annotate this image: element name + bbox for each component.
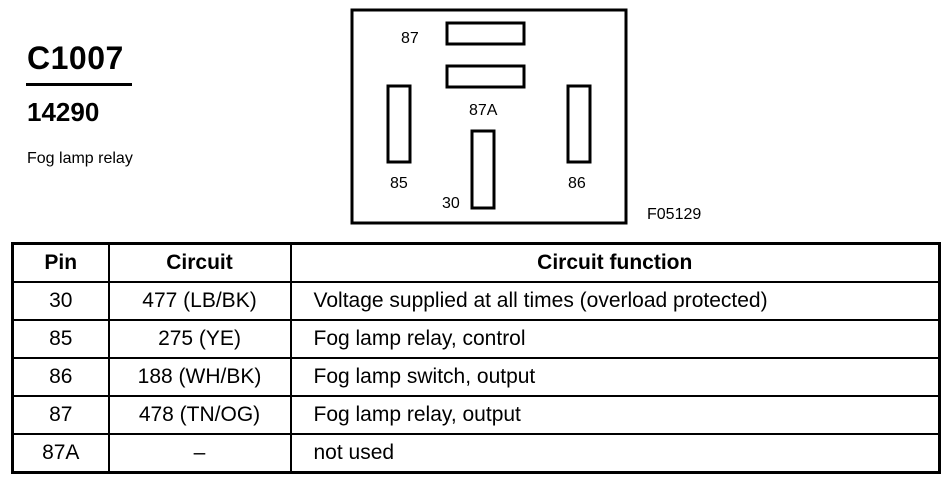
terminal-87-blade [445,21,526,46]
part-number: 14290 [27,97,100,127]
terminal-85-blade [386,84,412,164]
terminal-87a-blade [445,64,526,89]
cell-circuit: 477 (LB/BK) [107,281,292,321]
cell-pin: 87 [11,395,110,435]
figure-code: F05129 [647,206,702,223]
cell-function: Voltage supplied at all times (overload … [289,281,941,321]
table-row: 86 188 (WH/BK) Fog lamp switch, output [11,357,941,397]
cell-function: Fog lamp relay, control [289,319,941,359]
pinout-table: Pin Circuit Circuit function 30 477 (LB/… [11,242,941,474]
header-circuit: Circuit [107,242,292,283]
header-pin: Pin [11,242,110,283]
cell-pin: 86 [11,357,110,397]
terminal-30-blade [470,129,496,210]
cell-function: Fog lamp relay, output [289,395,941,435]
terminal-86-blade [566,84,592,164]
table-header-row: Pin Circuit Circuit function [11,242,941,283]
table-row: 87 478 (TN/OG) Fog lamp relay, output [11,395,941,435]
terminal-87a-label: 87A [469,102,498,119]
relay-pinout-diagram: 87 87A 85 30 86 [350,8,628,225]
cell-circuit: – [107,433,292,474]
cell-pin: 85 [11,319,110,359]
cell-pin: 30 [11,281,110,321]
table-row: 87A – not used [11,433,941,474]
header-circuit-function: Circuit function [289,242,941,283]
table-row: 85 275 (YE) Fog lamp relay, control [11,319,941,359]
cell-circuit: 275 (YE) [107,319,292,359]
cell-circuit: 188 (WH/BK) [107,357,292,397]
cell-function: not used [289,433,941,474]
connector-id: C1007 [27,40,124,76]
terminal-86-label: 86 [568,175,586,192]
connector-id-underline [26,83,132,86]
relay-housing [350,8,628,225]
connector-description: Fog lamp relay [27,150,133,167]
cell-function: Fog lamp switch, output [289,357,941,397]
cell-circuit: 478 (TN/OG) [107,395,292,435]
terminal-87-label: 87 [401,30,419,47]
terminal-85-label: 85 [390,175,408,192]
terminal-30-label: 30 [442,195,460,212]
cell-pin: 87A [11,433,110,474]
table-row: 30 477 (LB/BK) Voltage supplied at all t… [11,281,941,321]
